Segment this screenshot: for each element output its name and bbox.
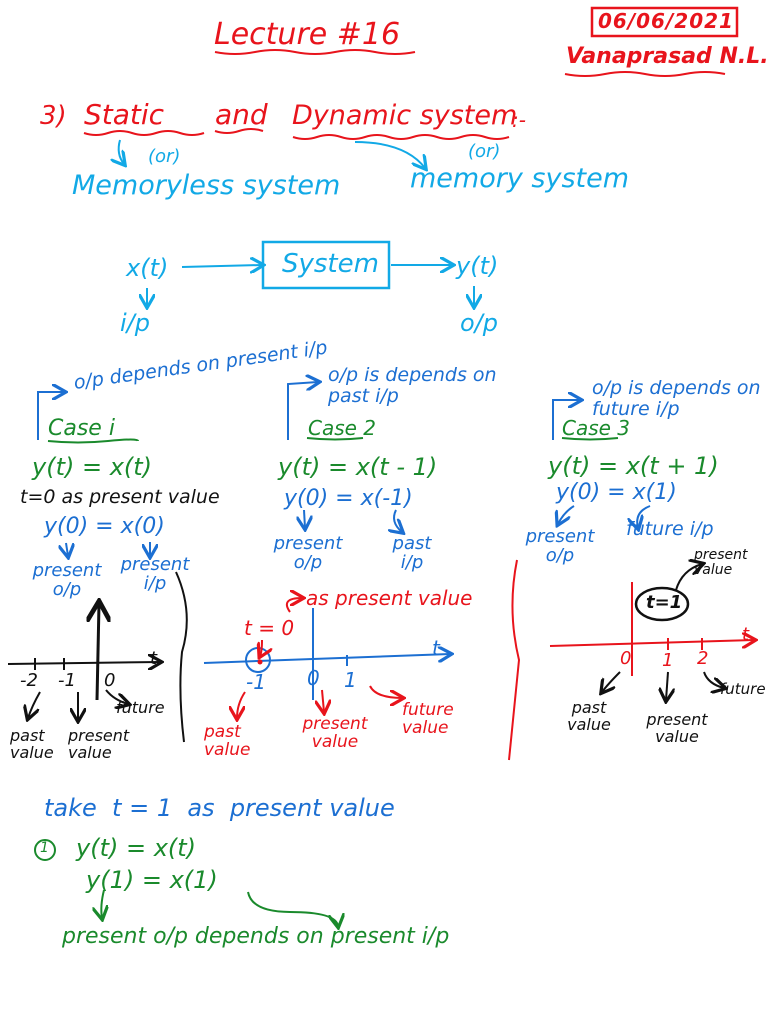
case3-equation-zero: y(0) = x(1) (556, 480, 677, 505)
case2-present: present value (302, 714, 368, 752)
case2-tick-0: -1 (246, 670, 266, 694)
case3-t1: t=1 (646, 592, 683, 613)
memory-label: memory system (410, 163, 630, 194)
topic-static: Static (84, 98, 165, 131)
case1-present-op: present o/p (32, 560, 102, 600)
or-right: (or) (468, 141, 501, 162)
case2-present-op: present o/p (273, 533, 343, 573)
case1-label: Case i (48, 416, 115, 441)
case3-tick-2: 2 (697, 648, 709, 669)
output-signal: y(t) (456, 252, 499, 280)
case2-t0: t = 0 (244, 616, 295, 640)
case1-note: o/p depends on present i/p (72, 336, 329, 394)
memoryless-label: Memoryless system (72, 170, 341, 201)
case1-tick-0: -2 (20, 670, 38, 691)
case2-tick-2: 1 (344, 668, 357, 692)
date: 06/06/2021 (598, 9, 734, 33)
bottom-description: present o/p depends on present i/p (62, 924, 450, 949)
author: Vanaprasad N.L. (566, 44, 768, 69)
case1-tick-2: 0 (104, 670, 116, 691)
case3-present-value: present value (694, 547, 748, 578)
case2-axis-t: t (432, 636, 440, 660)
input-label: i/p (120, 309, 150, 337)
case1-future: future (116, 698, 165, 717)
case2-note: o/p is depends on past i/p (328, 364, 497, 407)
case3-note: o/p is depends on future i/p (592, 377, 761, 420)
case1-present-note: t=0 as present value (20, 486, 220, 508)
case3-future: future (720, 680, 766, 698)
case3-present: present value (646, 710, 708, 746)
case2-as-present: as present value (306, 586, 473, 610)
case3-tick-0: 0 (620, 648, 632, 669)
case1-axis-t: t (150, 648, 158, 669)
case3-equation: y(t) = x(t + 1) (548, 452, 719, 480)
topic-dynamic: Dynamic system (292, 100, 518, 131)
case2-tick-1: 0 (307, 666, 320, 690)
case2-label: Case 2 (308, 416, 377, 440)
case1-present-ip: present i/p (120, 554, 190, 594)
case1-past: past value (10, 726, 54, 762)
case1-equation: y(t) = x(t) (32, 453, 153, 481)
case2-past: past value (204, 722, 251, 760)
output-label: o/p (460, 309, 499, 337)
bottom-equation: y(t) = x(t) (76, 834, 197, 862)
case3-past: past value (567, 698, 611, 734)
case3-label: Case 3 (562, 416, 631, 440)
lecture-title: Lecture #16 (214, 17, 401, 52)
or-left: (or) (148, 146, 181, 167)
case2-equation: y(t) = x(t - 1) (278, 453, 438, 481)
bottom-take-present: take t = 1 as present value (44, 794, 395, 822)
case2-past-ip: past i/p (392, 533, 432, 573)
case3-axis-t: t (742, 624, 750, 645)
bottom-equation-one: y(1) = x(1) (86, 866, 218, 894)
case1-tick-1: -1 (58, 670, 76, 691)
case1-equation-zero: y(0) = x(0) (44, 514, 165, 539)
topic-colon: :- (512, 108, 526, 132)
case2-equation-zero: y(0) = x(-1) (284, 486, 413, 511)
topic-number: 3) (40, 101, 67, 131)
case3-present-op: present o/p (525, 526, 595, 566)
system-label: System (282, 249, 379, 279)
case1-present: present value (68, 726, 130, 762)
case3-tick-1: 1 (662, 650, 674, 671)
bottom-item-number: 1 (40, 840, 49, 856)
case3-future-ip: future i/p (626, 518, 714, 540)
case2-future: future value (402, 700, 454, 738)
input-signal: x(t) (126, 254, 169, 282)
topic-and: and (215, 98, 268, 131)
